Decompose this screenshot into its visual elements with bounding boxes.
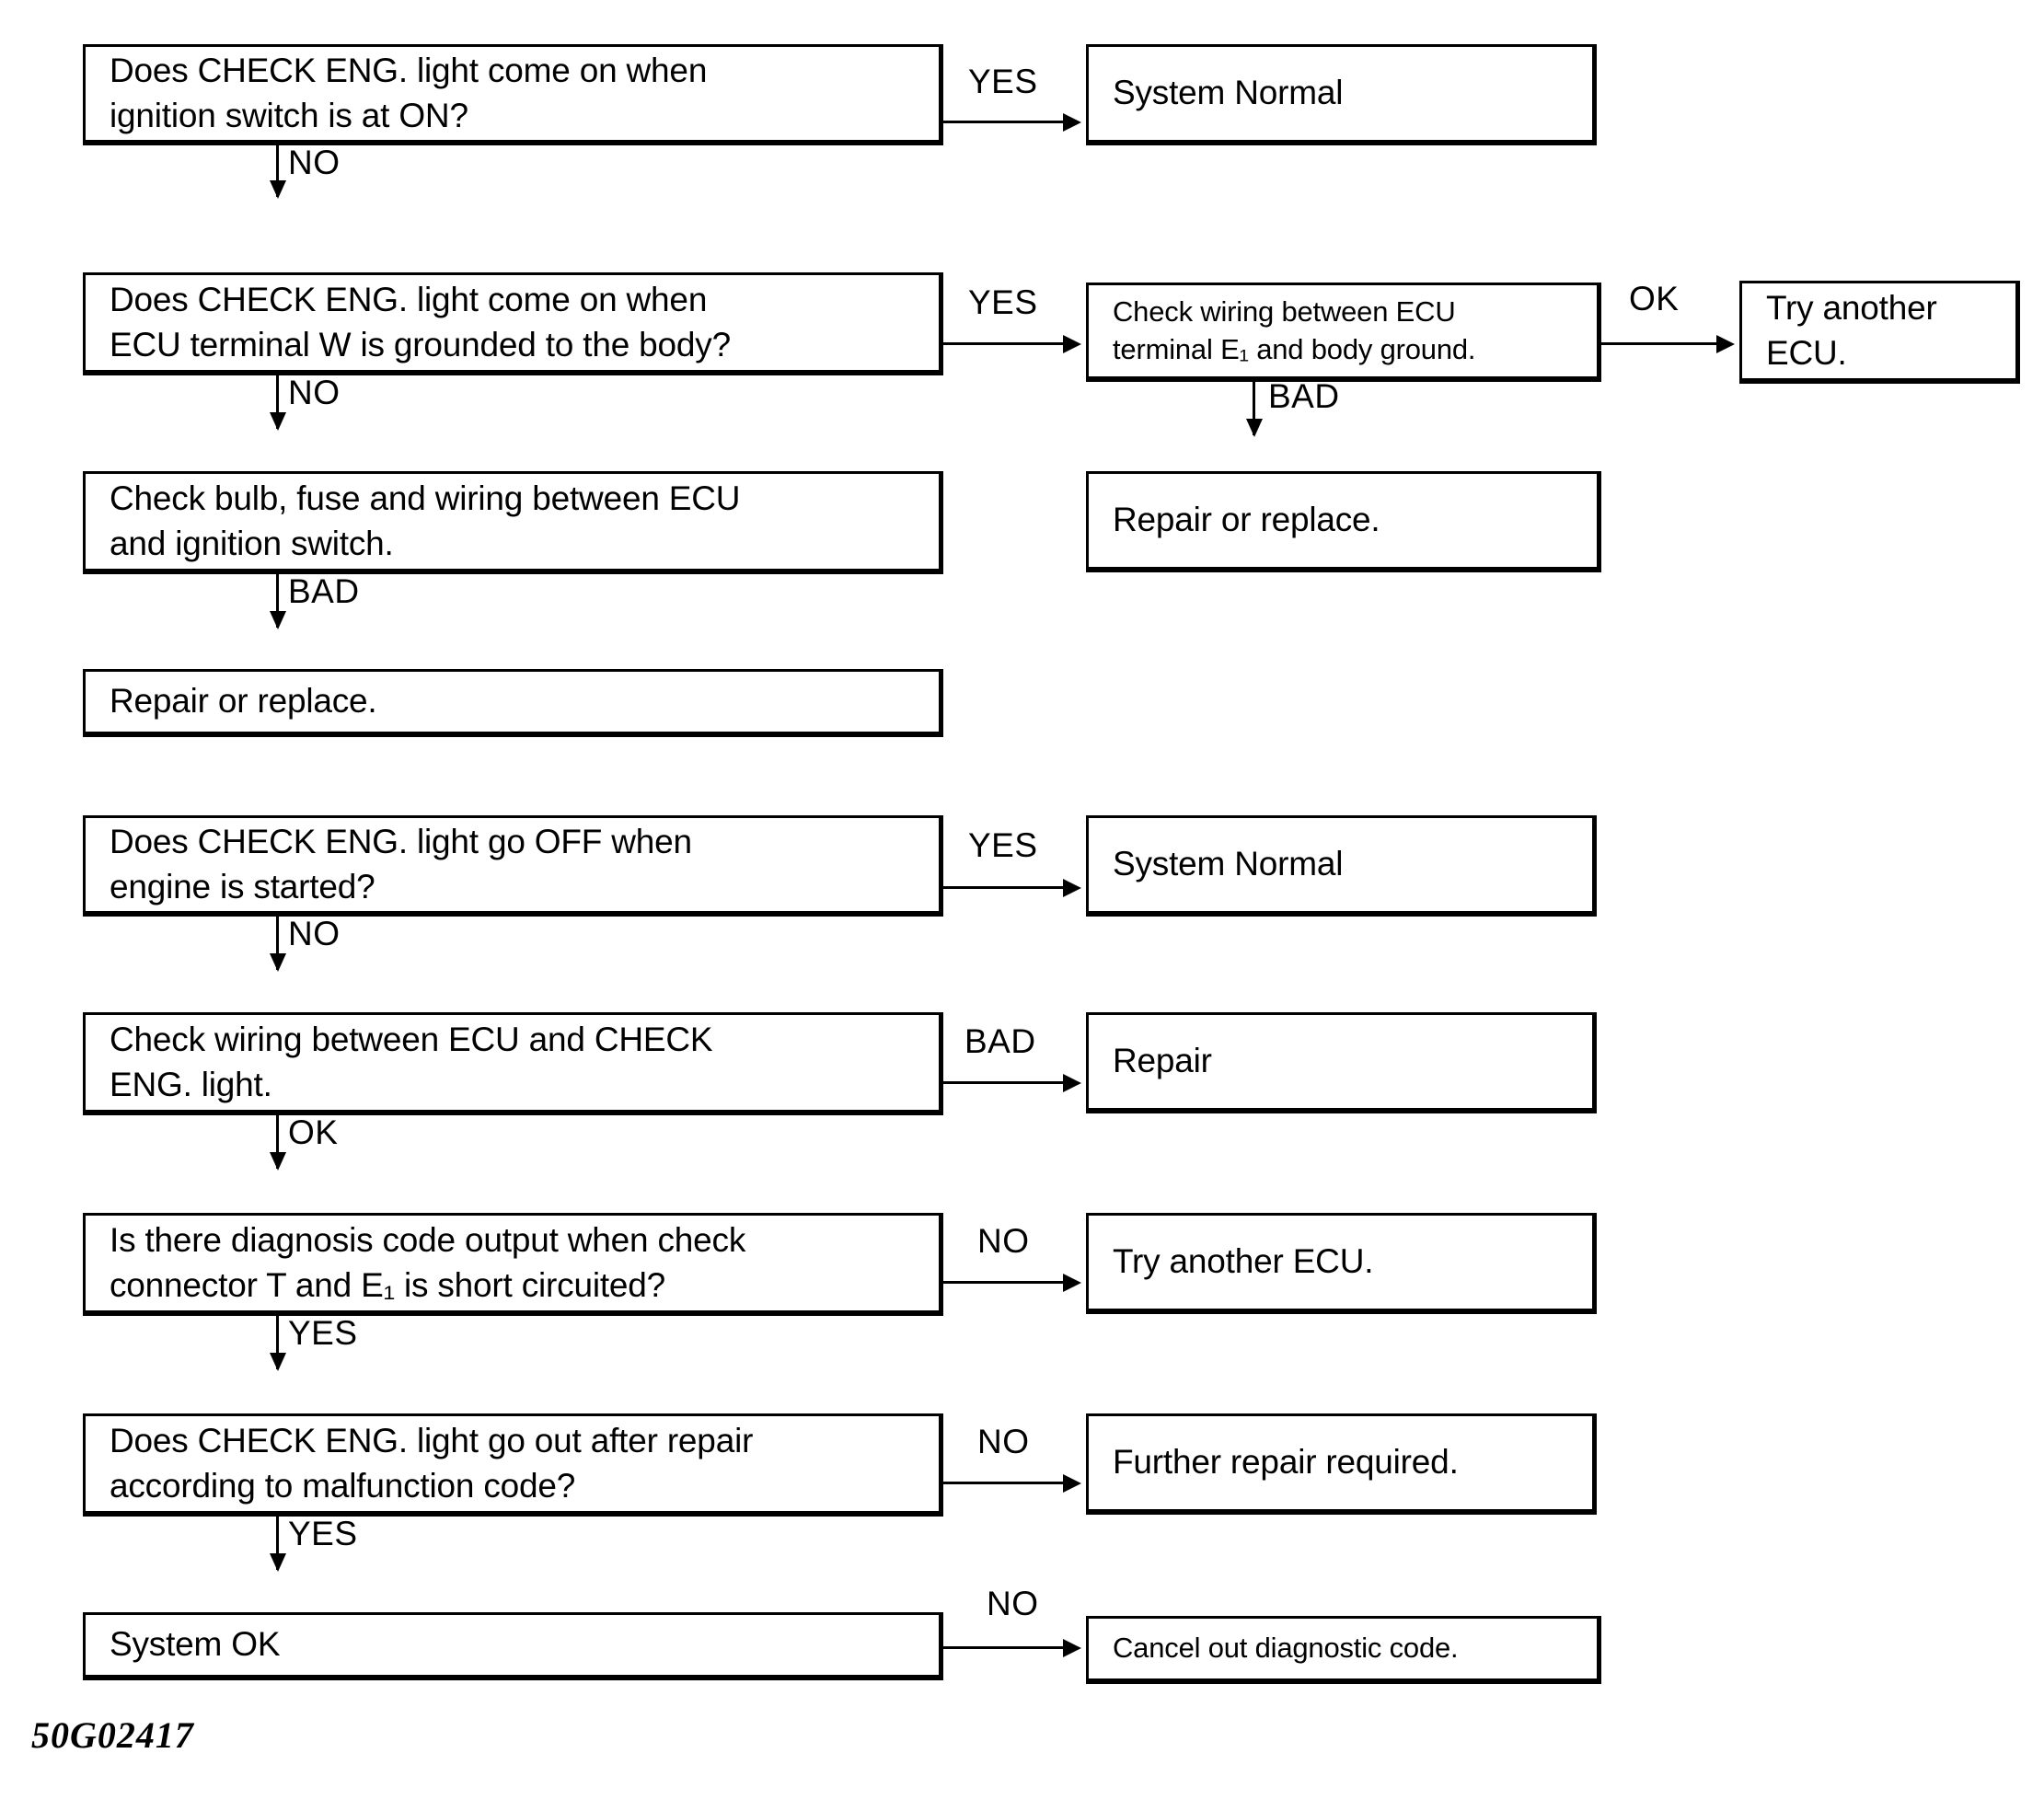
node-a5-try-another-ecu[interactable]: Try another ECU. (1739, 281, 2020, 384)
edge-a3-a6-line (276, 375, 279, 429)
node-a2-label: System Normal (1113, 74, 1344, 112)
node-b5-label: Is there diagnosis code output when chec… (110, 1221, 746, 1304)
edge-a4-a5-arrowhead (1716, 335, 1735, 353)
node-b9-label: System OK (110, 1625, 281, 1664)
node-b2-label: System Normal (1113, 845, 1344, 883)
node-b1-label: Does CHECK ENG. light go OFF when engine… (110, 823, 692, 906)
edge-b7-b8-line (943, 1482, 1077, 1484)
node-a1-check-eng-light-ignition-on[interactable]: Does CHECK ENG. light come on when ignit… (83, 44, 943, 145)
edge-a1-a2-line (943, 121, 1077, 123)
edge-a4-a8-arrowhead (1246, 419, 1263, 437)
edge-a1-a3-arrowhead (270, 180, 286, 199)
edge-b7-b8-label: NO (977, 1423, 1030, 1460)
node-a6-label: Check bulb, fuse and wiring between ECU … (110, 479, 741, 562)
edge-a3-a4-line (943, 342, 1077, 345)
edge-b9-b10-label: NO (987, 1585, 1039, 1622)
edge-b3-b5-line (276, 1115, 279, 1169)
edge-a4-a8-line (1253, 382, 1255, 435)
edge-a6-a7-label: BAD (288, 572, 360, 610)
node-b5-diagnosis-code-output[interactable]: Is there diagnosis code output when chec… (83, 1213, 943, 1316)
node-a3-check-eng-light-terminal-w[interactable]: Does CHECK ENG. light come on when ECU t… (83, 272, 943, 375)
node-a4-check-wiring-terminal-e1[interactable]: Check wiring between ECU terminal E₁ and… (1086, 283, 1601, 382)
node-a6-check-bulb-fuse-wiring[interactable]: Check bulb, fuse and wiring between ECU … (83, 471, 943, 574)
edge-a1-a2-label: YES (968, 63, 1038, 100)
edge-b5-b6-line (943, 1281, 1077, 1284)
edge-b1-b2-arrowhead (1063, 879, 1081, 897)
edge-b9-b10-line (943, 1646, 1077, 1649)
edge-b3-b5-arrowhead (270, 1152, 286, 1171)
node-b4-repair[interactable]: Repair (1086, 1012, 1597, 1113)
node-b7-light-go-out-after-repair[interactable]: Does CHECK ENG. light go out after repai… (83, 1413, 943, 1517)
edge-b7-b9-line (276, 1517, 279, 1570)
node-b4-label: Repair (1113, 1042, 1212, 1080)
node-a8-label: Repair or replace. (1113, 501, 1380, 539)
edge-a1-a3-label: NO (288, 144, 341, 181)
node-a8-repair-or-replace-right[interactable]: Repair or replace. (1086, 471, 1601, 572)
node-a7-label: Repair or replace. (110, 682, 377, 721)
edge-a1-a3-line (276, 145, 279, 197)
node-a4-label: Check wiring between ECU terminal E₁ and… (1113, 294, 1476, 365)
edge-b5-b7-line (276, 1316, 279, 1369)
edge-b7-b9-label: YES (288, 1515, 358, 1552)
edge-a3-a4-arrowhead (1063, 335, 1081, 353)
node-b9-system-ok[interactable]: System OK (83, 1612, 943, 1680)
edge-b1-b2-line (943, 886, 1077, 889)
edge-b9-b10-arrowhead (1063, 1639, 1081, 1657)
edge-b1-b3-line (276, 917, 279, 970)
edge-a3-a4-label: YES (968, 283, 1038, 321)
node-a3-label: Does CHECK ENG. light come on when ECU t… (110, 281, 731, 363)
edge-b3-b4-line (943, 1081, 1077, 1084)
edge-b7-b8-arrowhead (1063, 1474, 1081, 1493)
node-b2-system-normal[interactable]: System Normal (1086, 815, 1597, 917)
edge-a6-a7-arrowhead (270, 611, 286, 629)
edge-b5-b7-arrowhead (270, 1353, 286, 1371)
edge-b1-b3-arrowhead (270, 953, 286, 972)
edge-b7-b9-arrowhead (270, 1553, 286, 1572)
node-b3-check-wiring-ecu-check-eng-light[interactable]: Check wiring between ECU and CHECK ENG. … (83, 1012, 943, 1115)
edge-b3-b4-arrowhead (1063, 1074, 1081, 1092)
node-b3-label: Check wiring between ECU and CHECK ENG. … (110, 1021, 713, 1103)
node-a5-label: Try another ECU. (1766, 289, 1937, 372)
node-b6-try-another-ecu[interactable]: Try another ECU. (1086, 1213, 1597, 1314)
edge-b3-b5-label: OK (288, 1113, 339, 1151)
edge-a4-a5-label: OK (1629, 280, 1680, 317)
node-a2-system-normal[interactable]: System Normal (1086, 44, 1597, 145)
edge-b1-b3-label: NO (288, 915, 341, 952)
node-b8-label: Further repair required. (1113, 1443, 1459, 1482)
edge-b5-b6-label: NO (977, 1222, 1030, 1260)
edge-a3-a6-label: NO (288, 374, 341, 411)
node-b10-cancel-out-diagnostic-code[interactable]: Cancel out diagnostic code. (1086, 1616, 1601, 1684)
node-b10-label: Cancel out diagnostic code. (1113, 1632, 1459, 1665)
figure-reference-code: 50G02417 (31, 1714, 194, 1756)
node-b1-check-eng-light-off-engine-started[interactable]: Does CHECK ENG. light go OFF when engine… (83, 815, 943, 917)
edge-b5-b6-arrowhead (1063, 1274, 1081, 1292)
node-b7-label: Does CHECK ENG. light go out after repai… (110, 1422, 754, 1505)
node-b6-label: Try another ECU. (1113, 1242, 1374, 1281)
node-a7-repair-or-replace-left[interactable]: Repair or replace. (83, 669, 943, 737)
node-b8-further-repair-required[interactable]: Further repair required. (1086, 1413, 1597, 1515)
edge-b3-b4-label: BAD (964, 1022, 1036, 1060)
node-a1-label: Does CHECK ENG. light come on when ignit… (110, 52, 708, 134)
edge-a3-a6-arrowhead (270, 412, 286, 431)
edge-a6-a7-line (276, 574, 279, 628)
edge-b5-b7-label: YES (288, 1314, 358, 1352)
edge-a1-a2-arrowhead (1063, 113, 1081, 132)
edge-a4-a5-line (1601, 342, 1730, 345)
edge-a4-a8-label: BAD (1268, 377, 1340, 415)
edge-b1-b2-label: YES (968, 826, 1038, 864)
